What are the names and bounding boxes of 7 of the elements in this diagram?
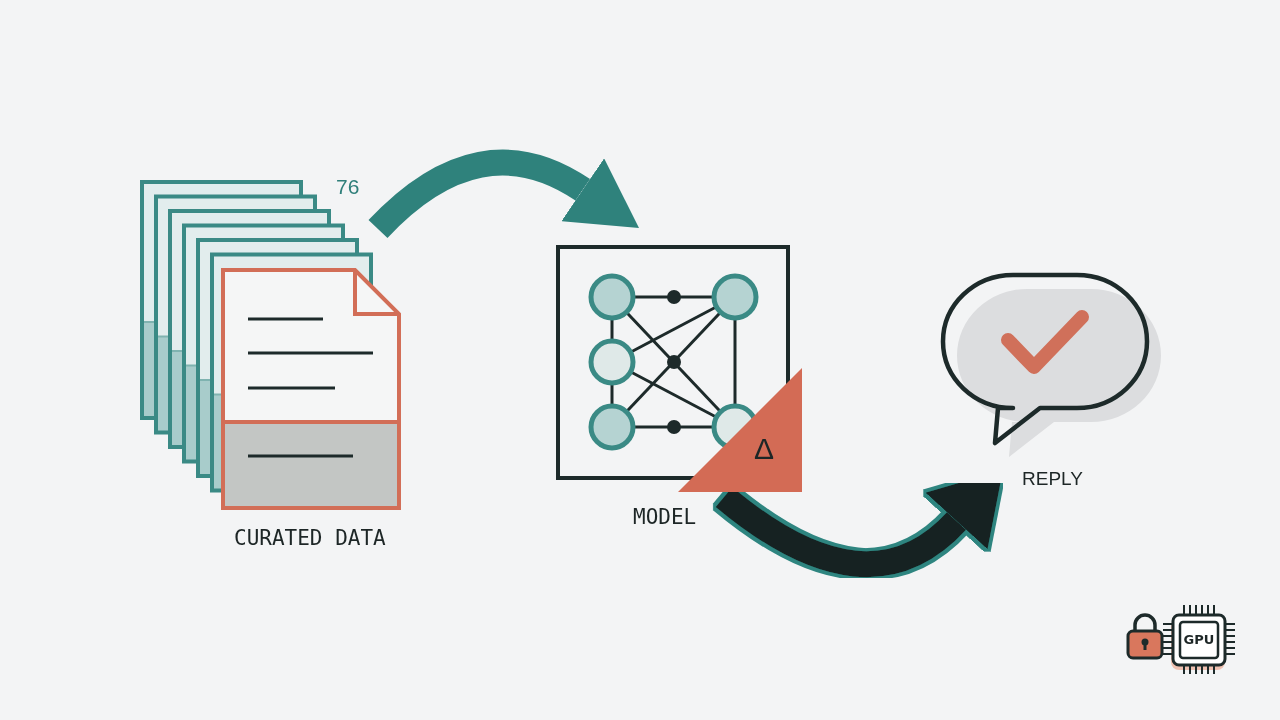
chip-label: GPU [1182, 631, 1216, 649]
count-label: 76 [336, 175, 360, 199]
node-label: CURATED DATA [234, 526, 386, 550]
node-label: REPLY [1022, 468, 1083, 490]
node-label: MODEL [633, 505, 697, 529]
delta-symbol: Δ [754, 432, 775, 466]
curved-arrow [368, 149, 641, 239]
